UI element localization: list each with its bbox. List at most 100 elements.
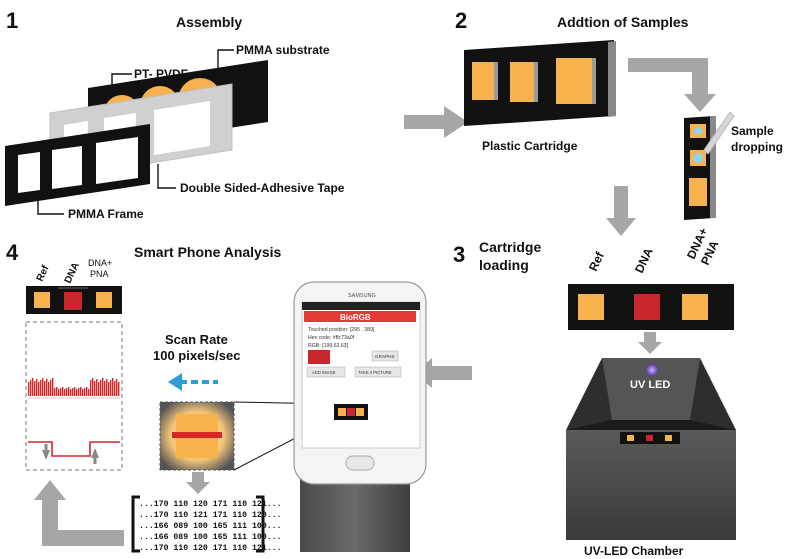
- intensity-bar: [80, 387, 82, 396]
- label-uv-led: UV LED: [630, 379, 670, 391]
- intensity-bar: [76, 389, 78, 396]
- step3-title-line1: Cartridge: [479, 239, 541, 255]
- down-arrow-marker: [42, 450, 50, 460]
- intensity-bar: [28, 382, 30, 396]
- analysis-graph-panel: [25, 321, 123, 471]
- intensity-bar: [32, 378, 34, 396]
- intensity-bar: [100, 380, 102, 396]
- cartridge-well-3: [556, 58, 592, 104]
- label-uv-led-chamber: UV-LED Chamber: [584, 544, 684, 558]
- label-double-tape: Double Sided-Adhesive Tape: [180, 181, 345, 195]
- intensity-bar: [36, 379, 38, 396]
- label-dna-step4: DNA: [63, 261, 82, 285]
- step2-title: Addtion of Samples: [557, 14, 689, 30]
- intensity-bar: [30, 380, 32, 396]
- graphs-button[interactable]: [371, 350, 399, 362]
- phone-home-button[interactable]: [345, 455, 375, 471]
- smartphone: SAMSUNG BioRGB Touched position: [295 , …: [293, 281, 427, 485]
- arrow-matrix-to-graph: [34, 480, 124, 546]
- graphs-button-label: GRAPHS: [375, 354, 394, 359]
- step-signal-line: [28, 441, 120, 457]
- intensity-bar: [106, 379, 108, 396]
- scan-rate-line2: 100 pixels/sec: [153, 348, 240, 363]
- step4-number: 4: [6, 240, 19, 265]
- arrow-into-chamber: [638, 332, 662, 354]
- matrix-row-5: ...170 110 120 171 110 121...: [139, 544, 282, 553]
- intensity-bar: [48, 382, 50, 396]
- arrow-to-sample-dropping: [628, 58, 716, 112]
- scan-direction-arrow: [168, 373, 182, 391]
- intensity-bar: [88, 389, 90, 396]
- matrix-row-4: ...166 089 100 165 111 100...: [139, 533, 282, 542]
- intensity-bar: [62, 387, 64, 396]
- step4-analysis: 4 Smart Phone Analysis Ref DNA DNA+ PNA …: [6, 240, 427, 553]
- uv-led-bulb: [646, 364, 658, 376]
- arrow-step1-to-step2: [404, 106, 468, 138]
- arrow-step2-to-step3: [606, 186, 636, 236]
- label-plastic-cartridge: Plastic Cartridge: [482, 139, 578, 153]
- intensity-bar: [108, 382, 110, 396]
- intensity-bar: [104, 381, 106, 396]
- intensity-bar: [72, 388, 74, 396]
- label-pmma-frame: PMMA Frame: [68, 207, 144, 221]
- intensity-bar: [52, 378, 54, 396]
- cartridge-well-2: [510, 62, 534, 102]
- label-pt-pvdf: PT- PVDF: [134, 67, 188, 81]
- intensity-bar: [42, 378, 44, 396]
- intensity-bar: [98, 382, 100, 396]
- intensity-bar: [82, 389, 84, 396]
- intensity-bar: [54, 388, 56, 396]
- intensity-bar: [94, 381, 96, 396]
- intensity-bar: [86, 387, 88, 396]
- intensity-bar: [46, 379, 48, 396]
- label-dna-pna-2-step4: PNA: [90, 269, 109, 279]
- step1-number: 1: [6, 8, 18, 33]
- step2-number: 2: [455, 8, 467, 33]
- intensity-bar: [68, 387, 70, 396]
- step3-number: 3: [453, 242, 465, 267]
- plastic-cartridge: [464, 40, 616, 126]
- label-ref-step3: Ref: [586, 249, 607, 273]
- intensity-bar: [66, 388, 68, 396]
- intensity-bar: [60, 388, 62, 396]
- intensity-bar: [110, 380, 112, 396]
- up-arrow-marker: [91, 448, 99, 458]
- intensity-bar: [84, 388, 86, 396]
- pixel-matrix: ...170 110 120 171 110 121... ...170 110…: [139, 500, 282, 553]
- scan-rate-line1: Scan Rate: [165, 332, 228, 347]
- intensity-bar: [38, 382, 40, 396]
- step3-cartridge-strip: [568, 284, 734, 330]
- intensity-bar: [70, 389, 72, 396]
- intensity-bar: [96, 379, 98, 396]
- take-picture-button[interactable]: [354, 366, 402, 378]
- zoomed-well: [159, 401, 235, 471]
- intensity-bar: [58, 389, 60, 396]
- phone-brand: SAMSUNG: [348, 293, 376, 299]
- step1-title: Assembly: [176, 14, 242, 30]
- arrow-chamber-to-phone: [414, 358, 472, 388]
- step4-strip: [26, 286, 122, 314]
- cartridge-well-1: [472, 62, 494, 100]
- intensity-bar: [44, 381, 46, 396]
- intensity-bar: [102, 378, 104, 396]
- label-ref-step4: Ref: [35, 263, 52, 283]
- color-swatch: [308, 350, 330, 364]
- label-dna-pna-1-step4: DNA+: [88, 258, 112, 268]
- add-image-button-label: ADD IMAGE: [312, 370, 336, 375]
- intensity-bar: [114, 381, 116, 396]
- intensity-bar: [40, 380, 42, 396]
- matrix-row-2: ...170 110 121 171 110 120...: [139, 511, 282, 520]
- add-image-button[interactable]: [306, 366, 346, 378]
- intensity-bar: [34, 381, 36, 396]
- rgb-text: RGB: [199,62,63]: [308, 343, 349, 349]
- step1-assembly: 1 Assembly PMMA substrate PT- PVDF: [5, 8, 345, 221]
- take-picture-button-label: TAKE A PICTURE: [358, 370, 392, 375]
- intensity-bar: [64, 389, 66, 396]
- intensity-bar: [112, 378, 114, 396]
- matrix-row-3: ...166 089 100 165 111 100...: [139, 522, 282, 531]
- step3-title-line2: loading: [479, 257, 529, 273]
- intensity-bar: [90, 380, 92, 396]
- intensity-bar: [56, 387, 58, 396]
